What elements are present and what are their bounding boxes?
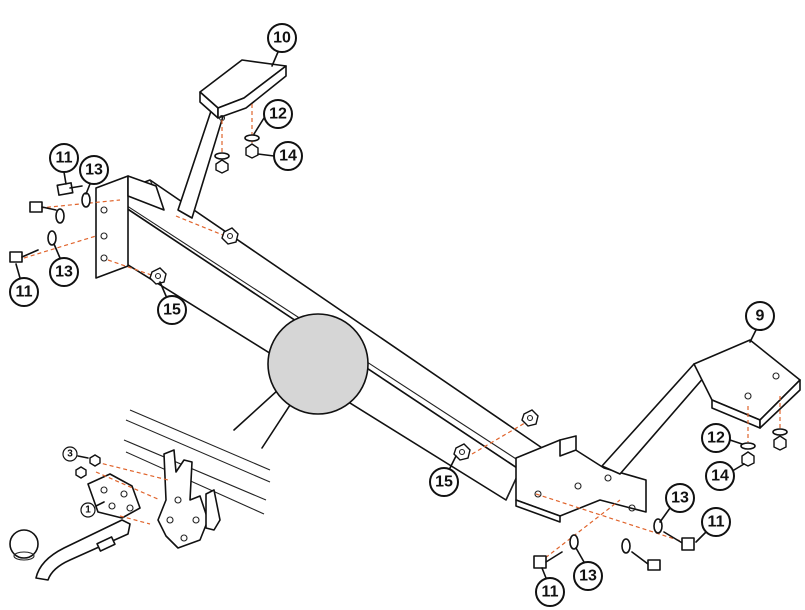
callout-13: 13 xyxy=(49,243,79,287)
svg-text:13: 13 xyxy=(85,162,103,179)
bolt-icon xyxy=(9,249,39,263)
nut-icon xyxy=(245,143,259,159)
callout-15: 15 xyxy=(429,455,459,497)
washer-icon xyxy=(740,442,756,450)
callout-9: 9 xyxy=(745,301,775,343)
washer-icon xyxy=(772,428,788,436)
tow-ball xyxy=(9,519,131,581)
callout-14: 14 xyxy=(705,461,745,491)
svg-text:14: 14 xyxy=(279,148,297,165)
callout-1: 1 xyxy=(80,501,105,518)
nut-icon xyxy=(453,443,471,461)
washer-icon xyxy=(81,192,91,208)
bolt-icon xyxy=(663,531,695,551)
svg-text:3: 3 xyxy=(67,449,73,460)
washer-icon xyxy=(55,208,65,224)
nut-icon xyxy=(75,466,87,479)
callout-15: 15 xyxy=(157,281,187,325)
svg-text:11: 11 xyxy=(542,584,559,601)
callout-3: 3 xyxy=(62,446,89,462)
right-bracket-arm xyxy=(601,339,801,475)
callout-11: 11 xyxy=(9,263,39,307)
callout-12: 12 xyxy=(701,423,743,453)
washer-icon xyxy=(621,538,631,554)
left-fasteners xyxy=(9,134,260,285)
svg-text:13: 13 xyxy=(55,264,73,281)
svg-text:11: 11 xyxy=(56,150,73,167)
bolt-icon xyxy=(631,551,661,571)
washer-icon xyxy=(244,134,260,142)
svg-text:15: 15 xyxy=(163,302,181,319)
svg-text:11: 11 xyxy=(16,284,33,301)
bolt-icon xyxy=(56,182,83,196)
svg-text:15: 15 xyxy=(435,474,453,491)
callout-11: 11 xyxy=(695,507,731,543)
svg-text:1: 1 xyxy=(85,505,91,516)
svg-text:14: 14 xyxy=(711,468,729,485)
nut-icon xyxy=(741,451,755,467)
svg-text:13: 13 xyxy=(579,568,597,585)
callout-13: 13 xyxy=(659,483,695,523)
callout-13: 13 xyxy=(573,547,603,591)
callout-11: 11 xyxy=(49,143,79,185)
svg-text:12: 12 xyxy=(707,430,725,447)
bolt-icon xyxy=(29,201,57,213)
callout-10: 10 xyxy=(267,23,297,67)
nut-icon xyxy=(221,227,239,245)
nut-icon xyxy=(215,159,229,174)
washer-icon xyxy=(214,152,230,160)
callout-14: 14 xyxy=(257,141,303,171)
callout-13: 13 xyxy=(79,155,109,195)
detail-magnifier xyxy=(233,313,369,449)
right-end-plate xyxy=(515,435,647,523)
svg-text:10: 10 xyxy=(273,30,291,47)
nut-icon xyxy=(89,454,101,467)
detail-inset xyxy=(9,409,271,581)
callout-12: 12 xyxy=(253,99,293,135)
right-fasteners xyxy=(453,409,788,571)
svg-text:13: 13 xyxy=(671,490,689,507)
ball-mount-plate xyxy=(87,473,141,519)
washer-icon xyxy=(47,230,57,246)
left-bracket-arm xyxy=(177,59,287,219)
bolt-icon xyxy=(533,551,563,569)
nut-icon xyxy=(773,435,787,451)
svg-text:12: 12 xyxy=(269,106,287,123)
callout-11: 11 xyxy=(535,567,565,607)
nut-icon xyxy=(521,409,539,427)
washer-icon xyxy=(569,534,579,550)
nut-icon xyxy=(149,267,167,285)
svg-text:9: 9 xyxy=(756,308,765,325)
mounting-bracket xyxy=(157,449,221,549)
svg-text:11: 11 xyxy=(708,514,725,531)
